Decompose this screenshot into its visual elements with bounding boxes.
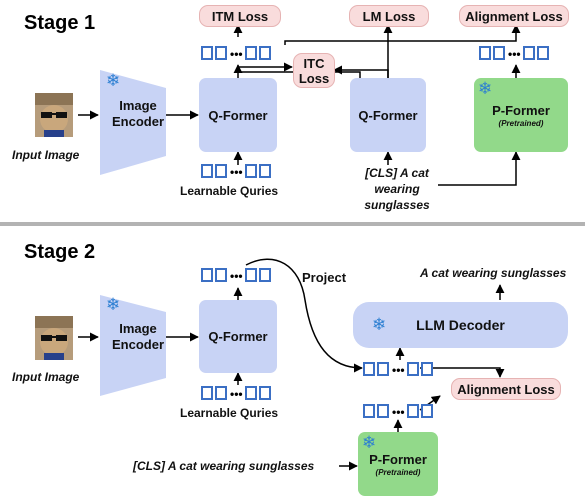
snowflake-icon: ❄ <box>372 315 387 334</box>
image-encoder-label-stage1: Image Encoder <box>111 98 164 129</box>
text-input-stage1: [CLS] A cat wearing sunglasses <box>364 166 430 212</box>
prompt-tokens-stage1: ••• <box>479 46 551 60</box>
snowflake-icon: ❄ <box>106 295 121 314</box>
snowflake-icon: ❄ <box>478 79 493 98</box>
text-input-stage2: [CLS] A cat wearing sunglasses <box>133 459 315 473</box>
alignment-loss-stage1: Alignment Loss <box>459 5 569 27</box>
input-image-label-stage1: Input Image <box>12 148 80 162</box>
arrow-lm-to-itc <box>333 65 389 78</box>
output-text: A cat wearing sunglasses <box>420 266 567 280</box>
query-tokens-stage1-top: ••• <box>201 46 273 60</box>
qformer-stage2: Q-Former <box>199 300 277 373</box>
alignment-loss-stage2: Alignment Loss <box>451 378 561 400</box>
learnable-queries-label-stage2: Learnable Quries <box>180 406 279 420</box>
itm-loss: ITM Loss <box>199 5 281 27</box>
projected-tokens-stage2: ••• <box>363 362 435 376</box>
project-label: Project <box>302 270 347 285</box>
input-image-stage1 <box>35 93 73 137</box>
image-encoder-label-stage2: Image Encoder <box>111 321 164 352</box>
line-tokens-top-route <box>284 37 517 45</box>
learnable-queries-label-stage1: Learnable Quries <box>180 184 279 198</box>
pformer-stage1-sub: (Pretrained) <box>498 118 544 128</box>
pformer-stage2: P-Former (Pretrained) <box>358 432 438 496</box>
pformer-stage2-sub: (Pretrained) <box>375 467 421 477</box>
qformer-stage1-mid: Q-Former <box>350 78 426 152</box>
lm-loss: LM Loss <box>349 5 429 27</box>
qformer-stage1-left-label: Q-Former <box>208 107 268 123</box>
qformer-stage1-mid-label: Q-Former <box>358 107 418 123</box>
arrow-tokens-to-qformer-mid <box>238 71 361 78</box>
llm-decoder: LLM Decoder <box>353 302 568 348</box>
llm-decoder-label: LLM Decoder <box>416 317 505 333</box>
itc-loss: ITC Loss <box>293 53 335 88</box>
query-tokens-stage2-top: ••• <box>201 268 273 282</box>
stage-1-title: Stage 1 <box>24 12 96 34</box>
snowflake-icon: ❄ <box>106 71 121 90</box>
prompt-tokens-stage2: ••• <box>363 404 435 418</box>
snowflake-icon: ❄ <box>362 433 377 452</box>
image-encoder-shape-stage2 <box>100 295 166 396</box>
arrow-text-to-pformer <box>438 151 521 186</box>
input-image-label-stage2: Input Image <box>12 370 80 384</box>
arrow-project-curve <box>245 258 363 373</box>
qformer-stage1-left: Q-Former <box>199 78 277 152</box>
stage-2-title: Stage 2 <box>24 241 96 263</box>
pformer-stage1: P-Former (Pretrained) <box>474 78 568 152</box>
pformer-stage1-label: P-Former <box>492 102 550 118</box>
query-tokens-stage2-bottom: ••• <box>201 386 273 400</box>
input-image-stage2 <box>35 316 73 360</box>
query-tokens-stage1-bottom: ••• <box>201 164 273 178</box>
image-encoder-shape-stage1 <box>100 70 166 175</box>
arrow-tokens-to-alignment-2 <box>420 367 505 378</box>
pformer-stage2-label: P-Former <box>369 451 427 467</box>
qformer-stage2-label: Q-Former <box>208 329 268 344</box>
